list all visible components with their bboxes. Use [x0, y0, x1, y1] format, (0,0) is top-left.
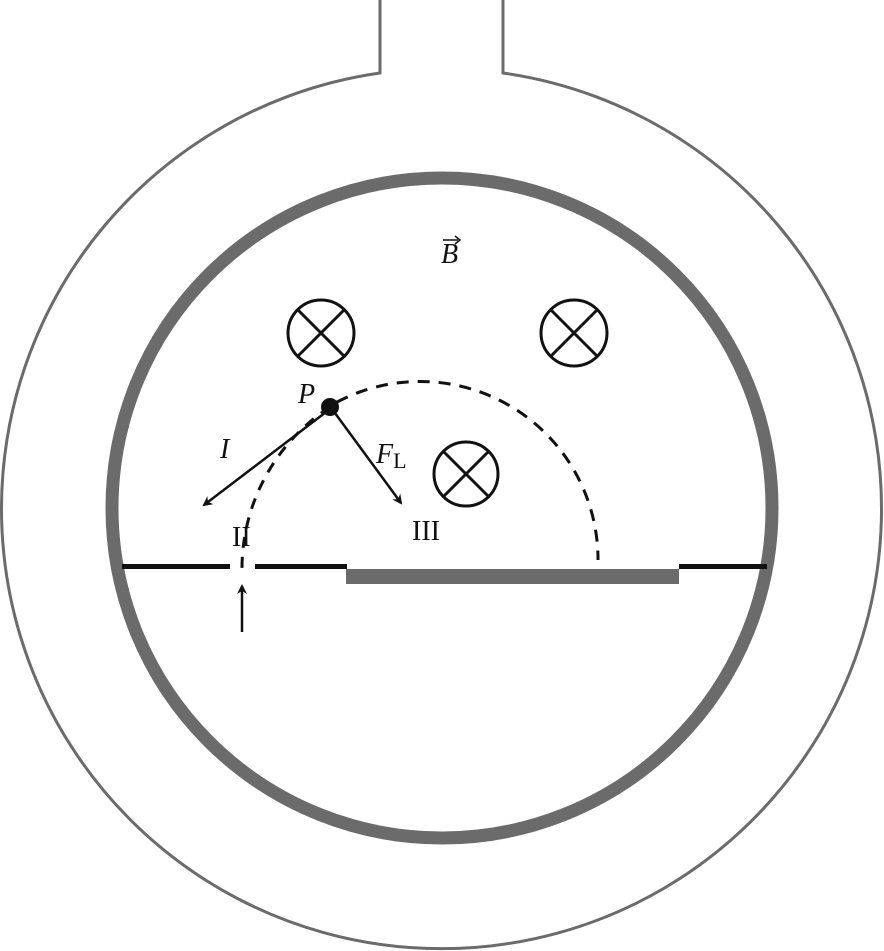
point-p-dot [321, 398, 339, 416]
point-p-label: P [297, 379, 315, 410]
trajectory-large-dashed [336, 379, 600, 561]
field-into-page-icon [432, 440, 500, 508]
lorentz-force-label: FL [375, 439, 407, 473]
current-vector-arrow [202, 408, 331, 507]
partition-right-segment [679, 564, 767, 569]
field-label: B [441, 235, 462, 270]
detector-plate [346, 569, 679, 584]
svg-text:B: B [441, 239, 458, 270]
lorentz-force-vector-arrow [330, 408, 403, 505]
field-into-page-icon [539, 298, 609, 368]
current-label: I [219, 434, 231, 465]
inner-ring [105, 171, 779, 845]
partition-middle-segment [255, 564, 347, 569]
path-three-label: III [412, 516, 440, 547]
field-into-page-icon [286, 298, 356, 368]
partition-left-segment [122, 564, 230, 569]
path-two-label: II [232, 522, 251, 553]
trajectory-small-dashed [240, 405, 331, 573]
